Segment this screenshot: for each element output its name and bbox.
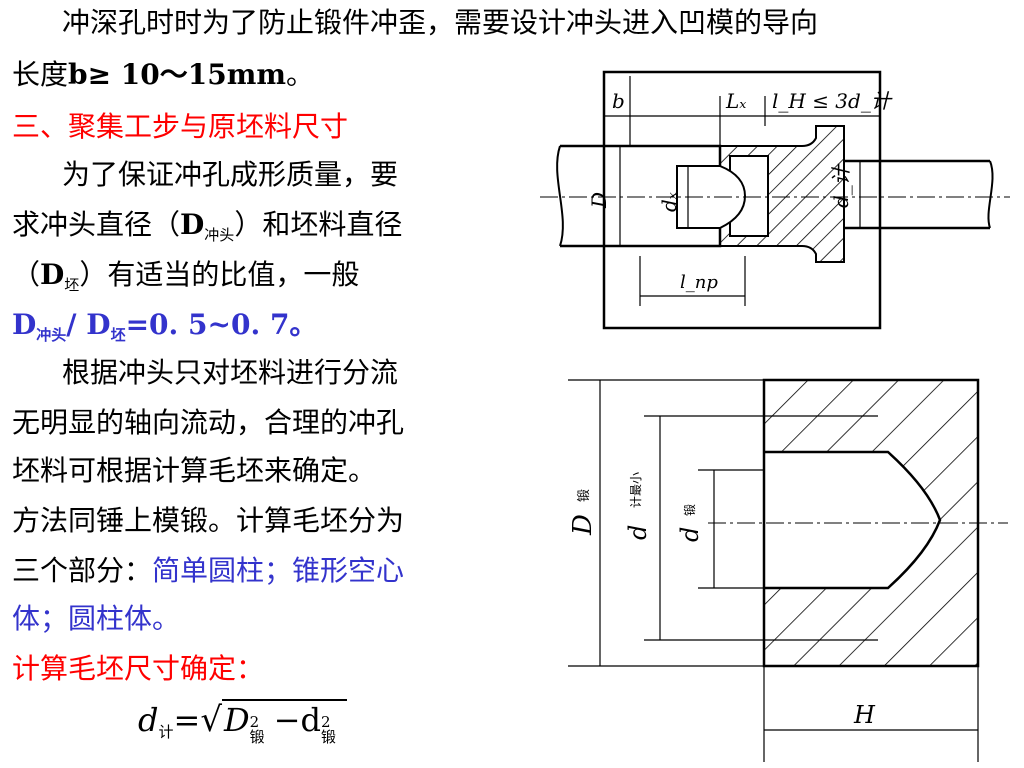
label-lh: l_H ≤ 3d_计 [772, 89, 893, 113]
formula-D: D [223, 701, 250, 739]
label-dmin: d [624, 525, 652, 540]
intro-line-2-text: 长度 [12, 58, 69, 91]
intro-line-2: 长度b≥ 10～15mm。 [12, 58, 314, 92]
punch-break-line [987, 160, 994, 229]
formula-sup1: 2 [249, 713, 260, 731]
label-d-forging-sub: 锻 [683, 504, 697, 516]
guide-length-value: b≥ 10～15mm [68, 58, 286, 91]
label-d-forging: d [676, 527, 704, 542]
ratio-sub2: 坯 [110, 326, 126, 344]
formula-sup2: 2 [320, 713, 331, 731]
punch-guide-diagram: b Lₓ l_H ≤ 3d_计 D dₓ d_计 l_np [540, 70, 1010, 330]
para2-line-1: 根据冲头只对坯料进行分流 [62, 356, 399, 389]
label-D-sub: 锻 [577, 489, 592, 502]
para1-line-2: 求冲头直径（D冲头）和坯料直径 [12, 208, 403, 244]
para1-line-2-b: ）和坯料直径 [234, 208, 403, 241]
punch-d-symbol: D [180, 208, 205, 241]
formula-eq: = [173, 701, 201, 739]
intro-line-2-end: 。 [286, 58, 315, 91]
die-outline [602, 70, 882, 330]
para1-line-3: （D坯）有适当的比值，一般 [12, 258, 360, 294]
label-dj: d_计 [829, 163, 853, 208]
para1-line-3-a: （ [12, 258, 41, 291]
sqrt-icon: √ [200, 700, 222, 740]
ratio-end: 。 [289, 308, 318, 341]
section-heading: 三、聚集工步与原坯料尺寸 [12, 110, 349, 143]
forging-blank-diagram: D 锻 d 计最小 d 锻 H [568, 378, 1008, 762]
label-D-forging: D [568, 514, 598, 536]
para1-line-3-b: ）有适当的比值，一般 [79, 258, 360, 291]
formula-d: d [138, 701, 159, 739]
parts-list-1: 简单圆柱；锥形空心 [152, 554, 405, 587]
blank-break-line [556, 145, 564, 247]
blank-d-symbol: D [40, 258, 65, 291]
ratio-sub1: 冲头 [36, 326, 67, 344]
label-dc: dₓ [657, 192, 681, 212]
blank-d-sub: 坯 [64, 276, 80, 294]
label-lnp: l_np [680, 272, 718, 293]
label-H: H [853, 701, 876, 729]
ratio-value: =0. 5~0. 7 [125, 308, 290, 341]
punch-rod [844, 159, 990, 230]
para2-line-5: 三个部分：简单圆柱；锥形空心 [12, 554, 404, 588]
calc-heading: 计算毛坯尺寸确定： [12, 652, 265, 685]
ratio-slash: / D [66, 308, 111, 341]
label-lx: Lₓ [725, 89, 746, 113]
intro-line-1: 冲深孔时时为了防止锻件冲歪，需要设计冲头进入凹模的导向 [62, 6, 819, 39]
para2-line-2: 无明显的轴向流动，合理的冲孔 [12, 406, 405, 439]
para2-line-4: 方法同锤上模锻。计算毛坯分为 [12, 504, 405, 537]
label-b: b [612, 89, 625, 113]
para1-line-1: 为了保证冲孔成形质量，要 [62, 158, 399, 191]
para1-line-2-a: 求冲头直径（ [12, 208, 181, 241]
para2-line-3: 坯料可根据计算毛坯来确定。 [12, 454, 377, 487]
formula-minus: −d [273, 701, 321, 739]
ratio-d1: D [12, 308, 37, 341]
formula-d-sub: 计 [158, 723, 174, 741]
punch-d-sub: 冲头 [204, 226, 235, 244]
punch-tip [676, 165, 747, 229]
ratio-line: D冲头/ D坯=0. 5~0. 7。 [12, 308, 318, 344]
label-D: D [587, 192, 611, 209]
para2-line-5-a: 三个部分： [12, 554, 153, 587]
para2-line-6: 体；圆柱体。 [12, 602, 181, 635]
label-dmin-sub: 计最小 [629, 472, 643, 508]
